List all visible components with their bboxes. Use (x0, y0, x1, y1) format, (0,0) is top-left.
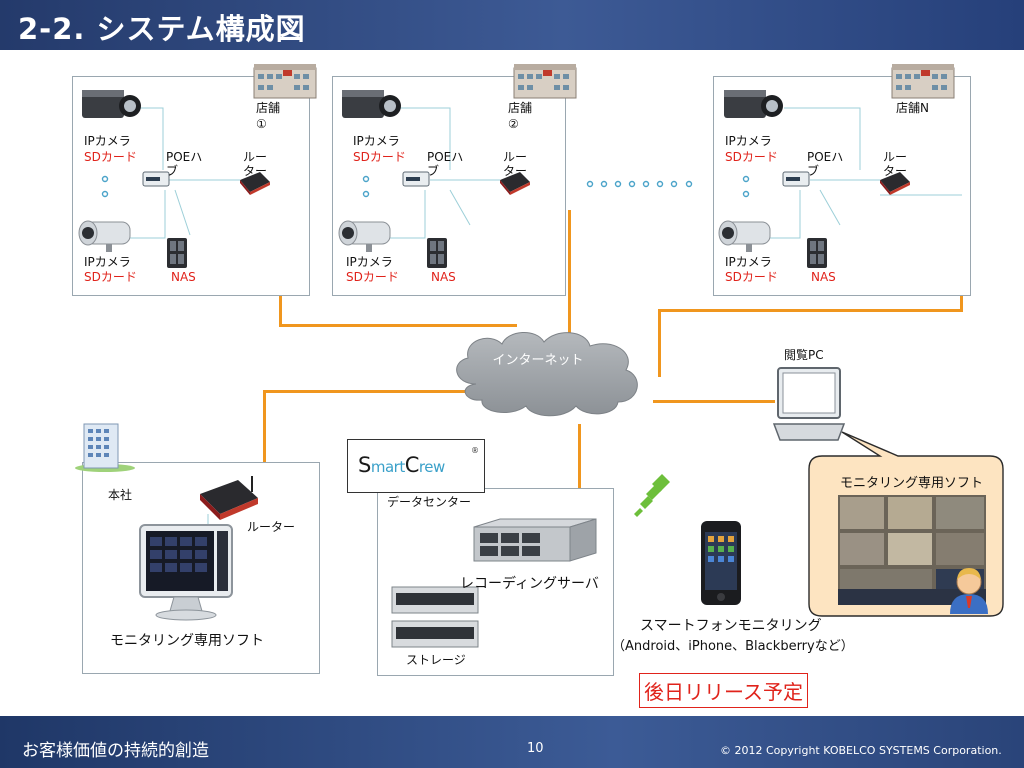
ip-camera-label: IPカメラ (346, 255, 393, 269)
wire-hq-across (264, 390, 469, 393)
storage-icon (391, 586, 479, 648)
nas-icon (427, 238, 447, 268)
box-camera-icon (82, 90, 141, 118)
laptop-icon (772, 367, 846, 441)
viewing-pc-label: 閲覧PC (784, 348, 824, 362)
wire-pc (653, 400, 775, 403)
store-box-1 (72, 76, 310, 296)
wire-hq-down (263, 390, 266, 480)
ip-camera-label: IPカメラ (353, 134, 400, 148)
hq-building-icon (75, 423, 135, 472)
copyright: © 2012 Copyright KOBELCO SYSTEMS Corpora… (720, 744, 1002, 757)
store-number: ① (256, 117, 267, 131)
wire-store2-down (568, 210, 571, 342)
wire-storeN-down (658, 309, 661, 377)
bullet-camera-icon (718, 220, 771, 252)
hq-software-text: モニタリング専用ソフト (110, 633, 264, 649)
server-icon (473, 518, 597, 562)
poe-hub-icon (402, 171, 430, 187)
smartphone-devices-label: （Android、iPhone、Blackberryなど） (612, 639, 854, 654)
user-avatar-icon (950, 568, 988, 614)
storage-label: ストレージ (406, 653, 466, 667)
wire-store1-across (279, 324, 517, 327)
sd-card-label: SDカード (84, 270, 137, 284)
smartcrew-wordmark: SmartCrew (358, 453, 445, 477)
store-name: 店舗 (256, 101, 281, 115)
ip-camera-label: IPカメラ (725, 255, 772, 269)
page-number: 10 (527, 741, 544, 756)
store-building-icon (253, 64, 317, 99)
ip-camera-label: IPカメラ (84, 255, 131, 269)
smartphone-monitoring-label: スマートフォンモニタリング (640, 618, 822, 634)
smartphone-icon (701, 521, 741, 605)
poe-hub-label: POEハブ (166, 150, 203, 178)
sd-card-label: SDカード (346, 270, 399, 284)
store-name: 店舗N (896, 101, 929, 115)
ip-camera-label: IPカメラ (84, 134, 131, 148)
recording-server-label: レコーディングサーバ (460, 576, 599, 592)
router-icon (240, 172, 270, 195)
bullet-camera-icon (338, 220, 391, 252)
sd-card-label: SDカード (725, 270, 778, 284)
smartcrew-logo: SmartCrew ® (347, 439, 485, 493)
ip-camera-label: IPカメラ (725, 134, 772, 148)
sd-card-label: SDカード (84, 150, 137, 164)
nas-label: NAS (431, 270, 456, 284)
router-label: ルーター (503, 151, 528, 177)
store-name: 店舗 (508, 101, 533, 115)
nas-label: NAS (171, 270, 196, 284)
nas-icon (807, 238, 827, 268)
sd-card-label: SDカード (725, 150, 778, 164)
poe-hub-icon (782, 171, 810, 187)
monitoring-callout-label: モニタリング専用ソフト (840, 476, 984, 491)
nas-label: NAS (811, 270, 836, 284)
footer: お客様価値の持続的創造 10 © 2012 Copyright KOBELCO … (0, 716, 1024, 768)
router-icon (500, 172, 530, 195)
release-notice: 後日リリース予定 (639, 673, 808, 708)
store-building-icon (513, 64, 577, 99)
router-label: ルーター (883, 151, 908, 177)
internet-label: インターネット (492, 353, 584, 368)
internet-cloud-icon (456, 332, 638, 417)
store-number: ② (508, 117, 519, 131)
box-camera-icon (724, 90, 783, 118)
box-camera-icon (342, 90, 401, 118)
store-building-icon (891, 64, 955, 99)
hq-software-label: モニタリング専用ソフト (104, 632, 270, 652)
datacenter-label: データセンター (387, 495, 472, 509)
router-label: ルーター (243, 151, 268, 177)
registered-mark: ® (471, 446, 479, 455)
footer-tagline: お客様価値の持続的創造 (22, 741, 209, 761)
bullet-camera-icon (78, 220, 131, 252)
nas-icon (167, 238, 187, 268)
headquarters-label: 本社 (108, 488, 133, 502)
wireless-signal-icon (634, 474, 670, 517)
slide-title: 2-2. システム構成図 (18, 12, 306, 46)
router-icon (880, 172, 910, 195)
title-bar: 2-2. システム構成図 (0, 0, 1024, 50)
hq-router-label: ルーター (247, 520, 296, 534)
poe-hub-icon (142, 171, 170, 187)
sd-card-label: SDカード (353, 150, 406, 164)
poe-hub-label: POEハブ (807, 150, 844, 178)
wire-storeN-across (660, 309, 963, 312)
monitor-icon (139, 524, 233, 621)
poe-hub-label: POEハブ (427, 150, 464, 178)
wire-datacenter (578, 424, 581, 514)
hq-router-icon (200, 476, 258, 520)
